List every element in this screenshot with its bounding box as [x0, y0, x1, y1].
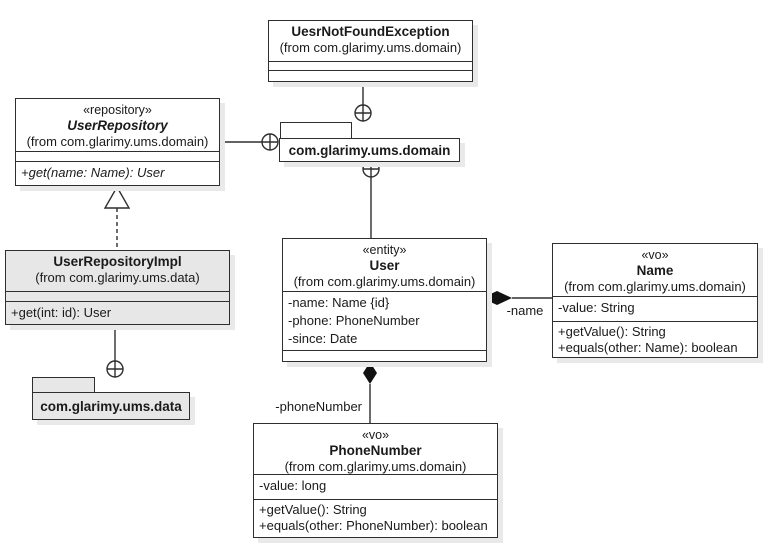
- class-from: (from com.glarimy.ums.domain): [564, 279, 746, 294]
- class-phonenumber: «vo» PhoneNumber (from com.glarimy.ums.d…: [253, 423, 498, 538]
- containment-edge-exception-domain: [354, 82, 372, 122]
- class-userrepository: «repository» UserRepository (from com.gl…: [15, 98, 220, 186]
- class-uesrnotfoundexception: UesrNotFoundException (from com.glarimy.…: [268, 20, 473, 82]
- class-name: UesrNotFoundException: [291, 24, 450, 39]
- package-domain: com.glarimy.ums.domain: [279, 138, 460, 162]
- class-stereotype: «entity»: [362, 243, 407, 257]
- class-from: (from com.glarimy.ums.domain): [284, 459, 467, 474]
- operation: +get(name: Name): User: [21, 164, 165, 180]
- operation: +equals(other: Name): boolean: [558, 340, 738, 355]
- attribute: -phone: PhoneNumber: [288, 313, 420, 328]
- attributes-compartment: [269, 61, 472, 70]
- class-header: UserRepositoryImpl (from com.glarimy.ums…: [6, 251, 229, 291]
- operations-compartment: +getValue(): String +equals(other: Name)…: [553, 321, 757, 356]
- attribute: -since: Date: [288, 331, 358, 346]
- class-stereotype: «vo»: [641, 248, 669, 262]
- containment-plus-icon: [106, 360, 124, 378]
- class-user: «entity» User (from com.glarimy.ums.doma…: [282, 238, 487, 362]
- containment-edge-impl-data: [106, 325, 124, 378]
- class-name: Name: [636, 263, 674, 278]
- attributes-compartment: [6, 291, 229, 301]
- operation: +getValue(): String: [259, 502, 367, 517]
- containment-plus-icon: [362, 160, 380, 178]
- class-stereotype: «vo»: [361, 428, 390, 442]
- class-from: (from com.glarimy.ums.domain): [293, 274, 476, 289]
- class-from: (from com.glarimy.ums.domain): [26, 134, 209, 149]
- class-from: (from com.glarimy.ums.domain): [279, 40, 462, 55]
- package-tab-domain: [280, 122, 352, 139]
- edge-label-phonenumber: -phoneNumber: [275, 399, 362, 414]
- package-data: com.glarimy.ums.data: [32, 392, 190, 420]
- operations-compartment: [269, 70, 472, 79]
- composition-diamond: [363, 362, 377, 384]
- composition-edge-user-name: [482, 291, 552, 305]
- package-name: com.glarimy.ums.data: [40, 398, 182, 414]
- class-name: UserRepository: [67, 118, 168, 133]
- realization-edge-impl-repository: [103, 185, 131, 250]
- package-tab-data: [32, 377, 95, 393]
- class-name: UserRepositoryImpl: [53, 254, 182, 269]
- class-userrepositoryimpl: UserRepositoryImpl (from com.glarimy.ums…: [5, 250, 230, 325]
- attribute: -name: Name {id}: [288, 295, 390, 310]
- package-name: com.glarimy.ums.domain: [288, 142, 451, 158]
- attribute: -value: long: [259, 478, 327, 493]
- class-name: PhoneNumber: [329, 443, 422, 458]
- class-header: UesrNotFoundException (from com.glarimy.…: [269, 21, 472, 61]
- containment-plus-icon: [354, 104, 372, 122]
- class-header: «entity» User (from com.glarimy.ums.doma…: [283, 239, 486, 291]
- realization-arrowhead: [103, 185, 131, 209]
- class-name-vo: «vo» Name (from com.glarimy.ums.domain) …: [552, 243, 758, 358]
- class-header: «vo» PhoneNumber (from com.glarimy.ums.d…: [254, 424, 497, 474]
- operation: +get(int: id): User: [11, 304, 112, 320]
- containment-plus-icon: [261, 133, 279, 151]
- operation: +getValue(): String: [558, 324, 666, 339]
- attributes-compartment: -value: String: [553, 296, 757, 321]
- class-name: User: [369, 258, 400, 273]
- class-from: (from com.glarimy.ums.data): [35, 270, 200, 285]
- class-header: «vo» Name (from com.glarimy.ums.domain): [553, 244, 757, 296]
- operations-compartment: +get(name: Name): User: [16, 160, 219, 185]
- attributes-compartment: -value: long: [254, 474, 497, 499]
- operations-compartment: [283, 350, 486, 360]
- composition-edge-user-phonenumber: [363, 362, 377, 423]
- class-stereotype: «repository»: [83, 103, 152, 117]
- operations-compartment: +get(int: id): User: [6, 300, 229, 324]
- containment-edge-domain-user: [362, 160, 380, 238]
- operations-compartment: +getValue(): String +equals(other: Phone…: [254, 499, 497, 536]
- class-header: «repository» UserRepository (from com.gl…: [16, 99, 219, 151]
- composition-diamond: [482, 291, 512, 305]
- edge-label-name: -name: [506, 303, 544, 318]
- attribute: -value: String: [558, 300, 635, 315]
- attributes-compartment: -name: Name {id} -phone: PhoneNumber -si…: [283, 291, 486, 350]
- operation: +equals(other: PhoneNumber): boolean: [259, 518, 488, 533]
- attributes-compartment: [16, 151, 219, 161]
- containment-edge-repository-domain: [220, 133, 279, 151]
